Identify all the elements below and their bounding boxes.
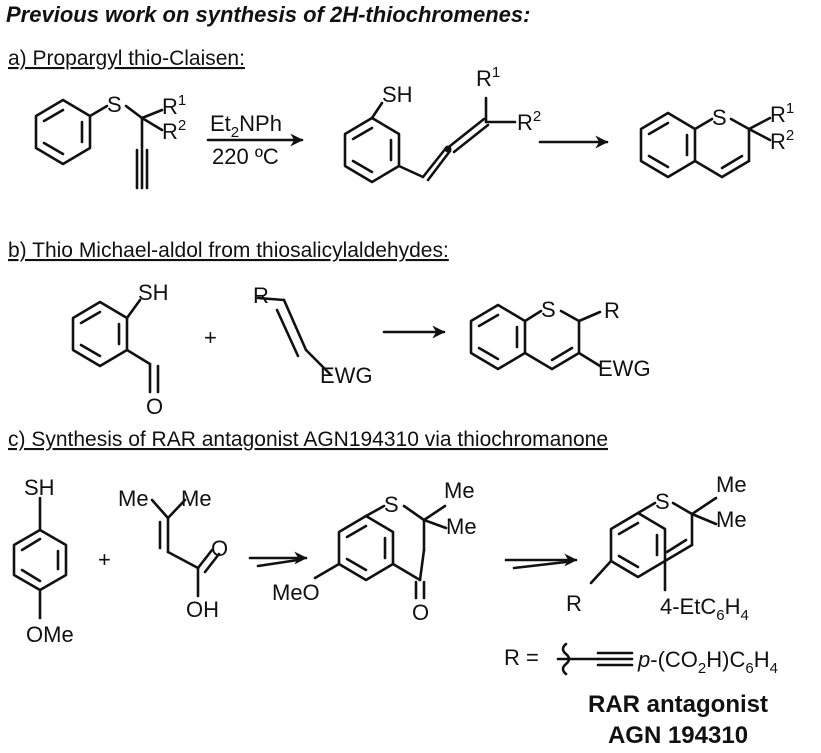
sulfur-label-thiochromanone: S: [384, 492, 399, 517]
plus-sign-b: +: [204, 325, 217, 350]
r-definition-rhs: p-(CO2H)C6H4: [637, 647, 778, 677]
methoxy-label-thiochromanone: MeO: [272, 580, 320, 605]
r-label-b: R: [253, 283, 269, 308]
allene-center-dot: [444, 145, 452, 153]
sulfur-label: S: [107, 92, 122, 117]
ewg-label-product-b: EWG: [598, 356, 651, 381]
agn194310-structure: [589, 496, 718, 592]
methyl-label-thiochromanone-1: Me: [444, 478, 475, 503]
thiochromanone-structure: [313, 504, 448, 600]
scheme-header: Previous work on synthesis of 2H-thiochr…: [6, 2, 530, 27]
methyl-label-c2: Me: [181, 486, 212, 511]
ketone-oxygen-label: O: [412, 600, 429, 625]
aldehyde-oxygen-label: O: [146, 394, 163, 419]
r2-label-allene: R2: [517, 108, 541, 135]
sulfur-label-product-b: S: [541, 297, 556, 322]
thiol-label: SH: [382, 82, 413, 107]
thiosalicylaldehyde-structure: [71, 298, 160, 394]
double-arrow-c2: [504, 553, 578, 570]
r2-label-product-a: R2: [770, 127, 794, 154]
thiol-label-c: SH: [24, 475, 55, 500]
section-a-title: a) Propargyl thio-Claisen:: [8, 47, 245, 70]
methyl-label-c1: Me: [118, 486, 149, 511]
r-label-product-b: R: [604, 298, 620, 323]
r1-label: R1: [162, 92, 186, 119]
methyl-label-thiochromanone-2: Me: [446, 514, 477, 539]
sulfur-label-product-a: S: [712, 105, 727, 130]
plus-sign-c: +: [98, 547, 111, 572]
r1-label-allene: R1: [476, 64, 500, 91]
section-c-title: c) Synthesis of RAR antagonist AGN194310…: [8, 428, 608, 451]
double-arrow-c1: [248, 551, 308, 568]
thiochromene-product-a: [639, 111, 772, 179]
michael-acceptor-structure: [256, 296, 332, 376]
alkyne-bond-c: [556, 651, 634, 667]
acid-carbonyl-oxygen-label: O: [211, 536, 228, 561]
aryl-substituent-label: 4-EtC6H4: [660, 594, 749, 624]
methoxy-label-c: OMe: [26, 622, 74, 647]
ewg-label-b: EWG: [320, 363, 373, 388]
section-b-title: b) Thio Michael-aldol from thiosalicylal…: [8, 239, 449, 262]
r-definition-lhs: R =: [504, 645, 539, 670]
methyl-label-agn-1: Me: [716, 472, 747, 497]
caption-line-2: AGN 194310: [608, 722, 748, 749]
r1-label-product-a: R1: [770, 100, 794, 127]
sulfur-label-agn: S: [655, 489, 670, 514]
r2-label: R2: [162, 117, 186, 144]
propargyl-sulfide-structure: [34, 98, 164, 190]
thiol-label-b: SH: [138, 280, 169, 305]
acid-hydroxyl-label: OH: [186, 597, 219, 622]
thiochromene-product-b: [469, 303, 602, 371]
r-label-agn: R: [566, 591, 582, 616]
reagent-et2nph: Et2NPh: [210, 111, 282, 141]
dimethylacrylic-acid-structure: [150, 498, 221, 598]
methyl-label-agn-2: Me: [716, 507, 747, 532]
caption-line-1: RAR antagonist: [588, 691, 768, 718]
reagent-temperature: 220 ºC: [212, 144, 279, 169]
methoxythiophenol-structure: [12, 496, 68, 620]
allene-thiophenol-structure: [343, 96, 517, 184]
